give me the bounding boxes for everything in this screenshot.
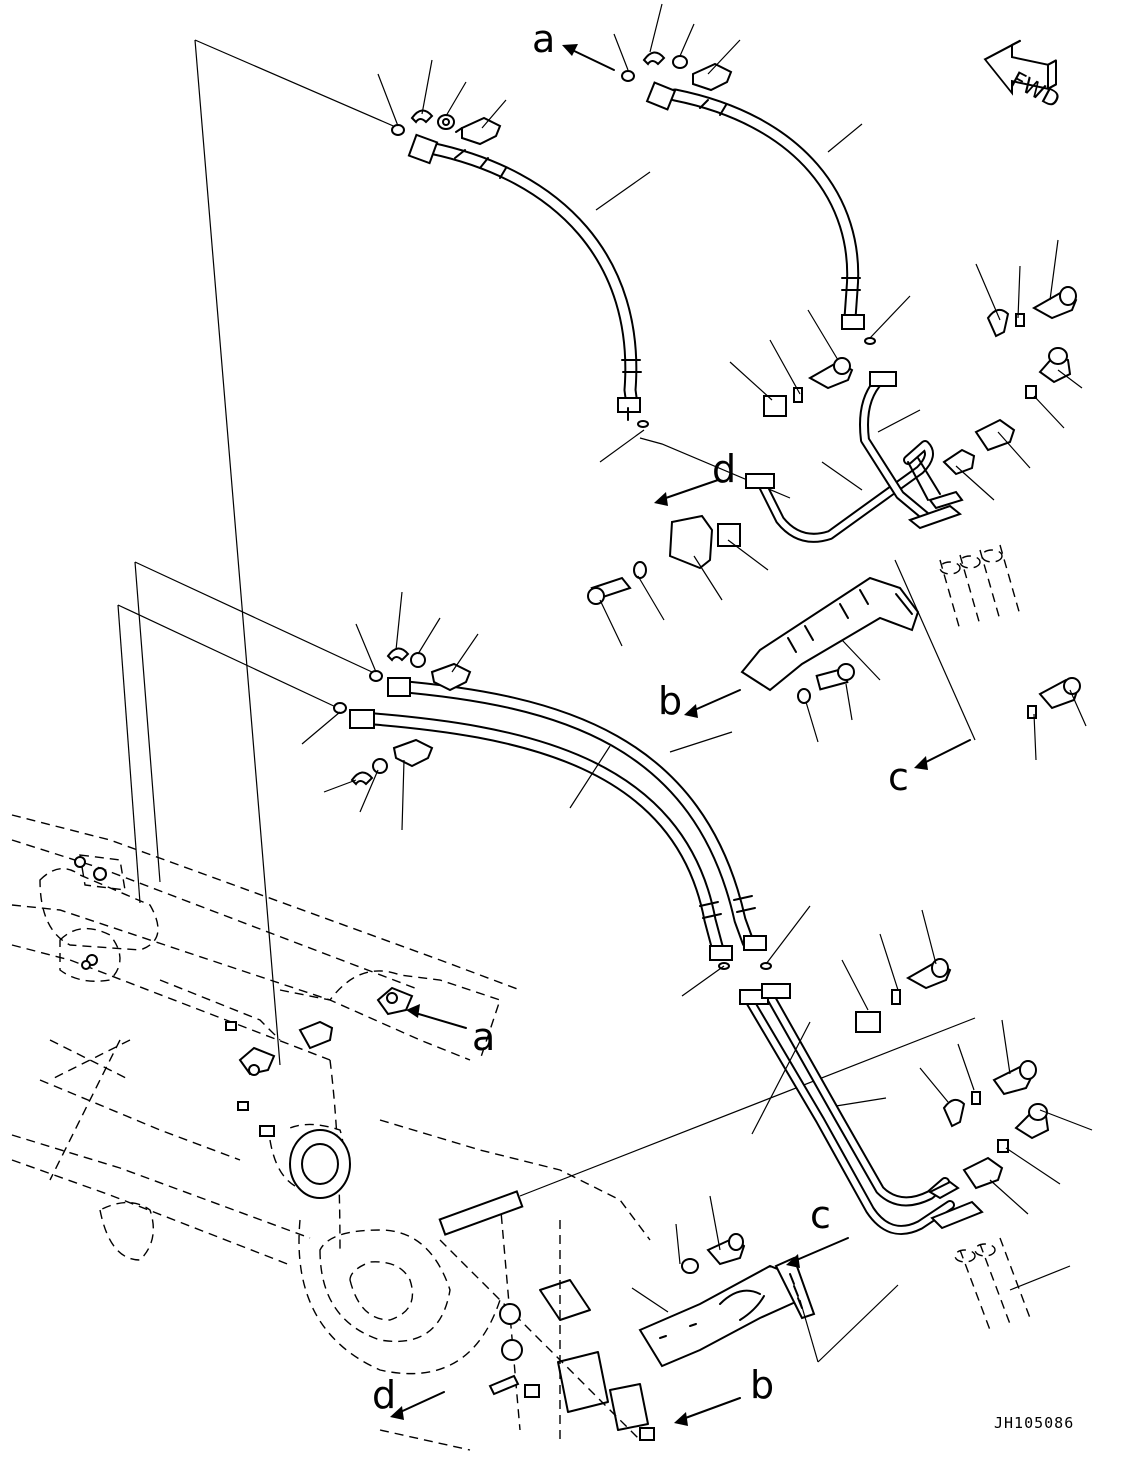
reference-arrows	[390, 44, 971, 1426]
callout-leaders	[301, 3, 1093, 1313]
ref-letter-a-lower: a	[472, 1015, 495, 1059]
ref-letter-b-upper: b	[658, 679, 682, 723]
upper-hose-right-fittings	[621, 51, 876, 345]
middle-hose-fittings	[333, 647, 772, 970]
upper-manifold-hidden	[894, 544, 1021, 741]
machine-fittings	[74, 856, 655, 1441]
upper-tube-assembly	[745, 371, 964, 543]
ref-letter-a-top: a	[532, 17, 555, 61]
lower-tube-clamps	[855, 958, 1050, 1190]
ref-letter-d-upper: d	[712, 447, 736, 491]
lower-manifold-hidden	[799, 1237, 1031, 1363]
middle-hose-pair	[349, 677, 767, 961]
upper-hose-right	[645, 81, 865, 330]
ref-letter-c-lower: c	[810, 1193, 831, 1237]
upper-bracket	[740, 576, 1081, 719]
drawing-code: JH105086	[994, 1414, 1074, 1432]
reference-letters: a d b c a c b d	[372, 17, 909, 1417]
ref-letter-d-lower: d	[372, 1373, 396, 1417]
lower-bracket	[638, 1233, 816, 1368]
ref-letter-b-lower: b	[750, 1363, 774, 1407]
upper-hose-left	[407, 133, 642, 421]
lower-tube-assembly	[739, 983, 984, 1235]
ref-letter-c-upper: c	[888, 755, 909, 799]
fwd-orientation-indicator: FWD	[983, 39, 1064, 114]
upper-hose-left-fittings	[391, 109, 649, 428]
upper-tube-clamps	[587, 286, 1078, 605]
